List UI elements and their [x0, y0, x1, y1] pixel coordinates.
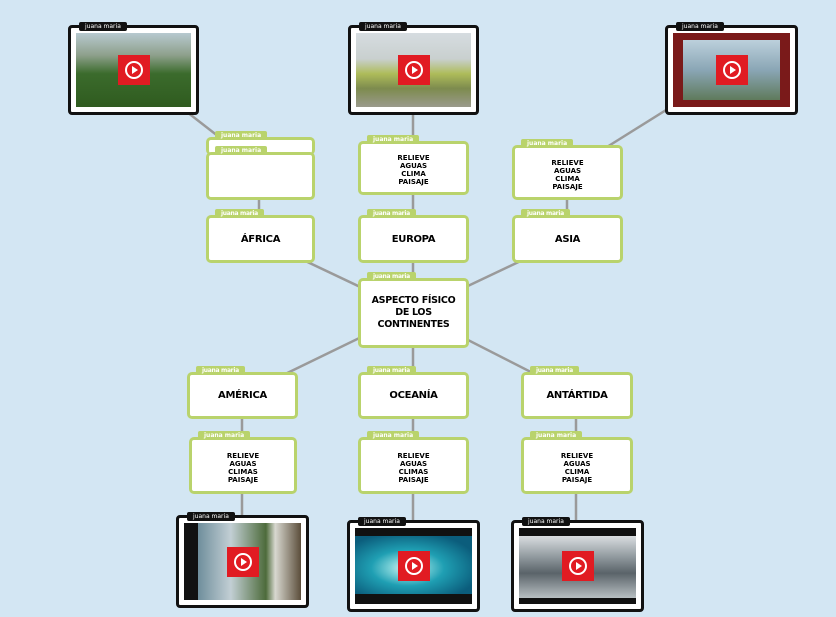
author-tag: juana maria: [215, 146, 268, 155]
central-topic-label: ASPECTO FÍSICO DE LOS CONTINENTES: [371, 295, 456, 330]
author-tag: juana maria: [215, 209, 264, 218]
video-card-antartida[interactable]: juana maria: [511, 517, 644, 612]
author-tag: juana maria: [215, 131, 268, 140]
continent-label: ASIA: [554, 233, 581, 245]
continent-label: AMÉRICA: [218, 390, 267, 401]
continent-node-europa[interactable]: juana maria EUROPA: [358, 209, 469, 263]
author-tag: juana maria: [79, 22, 127, 31]
author-tag: juana maria: [676, 22, 724, 31]
author-tag: juana maria: [196, 366, 245, 375]
topic-item: CLIMA: [555, 174, 580, 183]
topics-node-oceania[interactable]: juana maria RELIEVE AGUAS CLIMAS PAISAJE: [358, 431, 469, 494]
continent-node-antartida[interactable]: juana maria ANTÁRTIDA: [521, 366, 633, 419]
topic-item: AGUAS: [229, 459, 257, 468]
continent-label: EUROPA: [391, 233, 436, 245]
author-tag: juana maria: [367, 135, 420, 144]
video-card-america[interactable]: juana maria: [176, 512, 309, 608]
author-tag: juana maria: [521, 209, 570, 218]
topic-item: AGUAS: [399, 162, 428, 170]
author-tag: juana maria: [198, 431, 251, 440]
author-tag: juana maria: [358, 517, 406, 526]
author-tag: juana maria: [367, 366, 416, 375]
author-tag: juana maria: [367, 431, 420, 440]
topics-node-europa[interactable]: juana maria RELIEVE AGUAS CLIMA PAISAJE: [358, 135, 469, 195]
continent-node-asia[interactable]: juana maria ASIA: [512, 209, 623, 263]
continent-label: ANTÁRTIDA: [546, 390, 608, 401]
central-topic-node[interactable]: juana maria ASPECTO FÍSICO DE LOS CONTIN…: [358, 272, 469, 348]
author-tag: juana maria: [522, 517, 570, 526]
video-card-oceania[interactable]: juana maria: [347, 517, 480, 612]
topic-item: PAISAJE: [398, 475, 429, 484]
topics-node-america[interactable]: juana maria RELIEVE AGUAS CLIMAS PAISAJE: [189, 431, 297, 494]
topic-item: AGUAS: [553, 166, 582, 175]
topic-item: RELIEVE: [551, 158, 584, 167]
topic-item: PAISAJE: [227, 475, 259, 484]
topics-node-antartida[interactable]: juana maria RELIEVE AGUAS CLIMA PAISAJE: [521, 431, 633, 494]
topic-item: PAISAJE: [398, 178, 429, 186]
continent-label: OCEANÍA: [389, 390, 438, 401]
topic-item: RELIEVE: [397, 451, 430, 460]
topic-item: CLIMA: [401, 170, 426, 178]
topic-item: CLIMA: [564, 467, 590, 476]
play-video-icon[interactable]: [397, 55, 430, 85]
author-tag: juana maria: [359, 22, 407, 31]
play-video-icon[interactable]: [226, 546, 259, 577]
topics-node-africa-2[interactable]: juana maria: [206, 146, 315, 200]
topic-item: AGUAS: [399, 459, 428, 468]
play-video-icon[interactable]: [715, 55, 748, 85]
continent-node-oceania[interactable]: juana maria OCEANÍA: [358, 366, 469, 419]
play-video-icon[interactable]: [397, 551, 430, 581]
author-tag: juana maria: [521, 139, 574, 148]
continent-label: ÁFRICA: [240, 233, 281, 245]
video-card-asia[interactable]: juana maria: [665, 22, 798, 115]
author-tag: juana maria: [367, 272, 416, 281]
author-tag: juana maria: [187, 512, 235, 521]
video-card-europa[interactable]: juana maria: [348, 22, 479, 115]
topic-item: PAISAJE: [561, 475, 593, 484]
author-tag: juana maria: [530, 366, 579, 375]
play-video-icon[interactable]: [561, 551, 594, 581]
topic-item: RELIEVE: [226, 451, 260, 460]
play-video-icon[interactable]: [117, 55, 150, 85]
topic-item: CLIMAS: [228, 467, 258, 476]
continent-node-africa[interactable]: juana maria ÁFRICA: [206, 209, 315, 263]
continent-node-america[interactable]: juana maria AMÉRICA: [187, 366, 298, 419]
topic-item: RELIEVE: [560, 451, 594, 460]
video-card-africa[interactable]: juana maria: [68, 22, 199, 115]
topic-item: RELIEVE: [397, 154, 430, 162]
topic-item: PAISAJE: [552, 182, 583, 191]
author-tag: juana maria: [367, 209, 416, 218]
author-tag: juana maria: [530, 431, 583, 440]
topics-node-asia[interactable]: juana maria RELIEVE AGUAS CLIMA PAISAJE: [512, 139, 623, 200]
topic-item: CLIMAS: [398, 467, 429, 476]
topic-item: AGUAS: [563, 459, 591, 468]
